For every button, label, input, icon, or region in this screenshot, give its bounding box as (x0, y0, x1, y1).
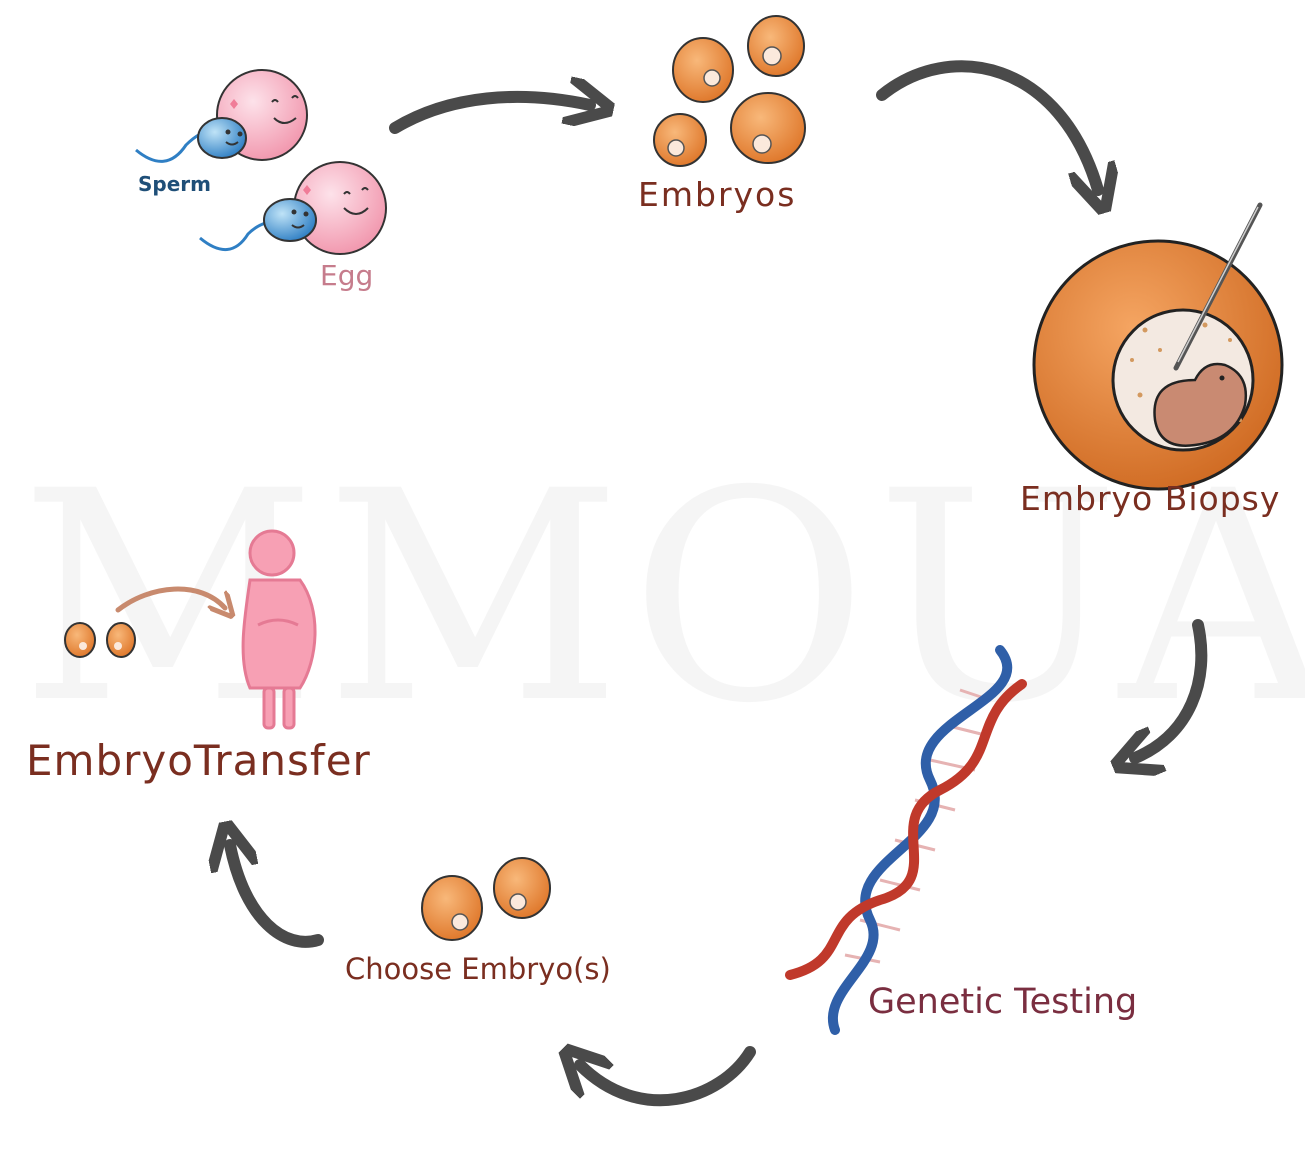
arrow-to-genetic-testing (1135, 619, 1208, 758)
sperm-cell-top (135, 117, 247, 163)
egg-cell-bottom (293, 161, 387, 255)
chosen-embryos-group (421, 857, 551, 941)
sperm-label: Sperm (138, 172, 211, 196)
genetic-testing-label: Genetic Testing (868, 982, 1138, 1022)
small-embryo (64, 622, 96, 658)
embryos-group (653, 15, 806, 167)
egg-label: Egg (320, 259, 374, 292)
small-embryo (106, 622, 136, 658)
pregnant-figure (241, 529, 317, 730)
embryo-cell (493, 857, 551, 919)
arrow-to-embryos (389, 97, 590, 134)
arrow-to-biopsy (876, 60, 1098, 190)
sperm-cell-bottom (199, 198, 317, 252)
embryo-transfer-illustration (64, 529, 317, 730)
embryo-cell (421, 875, 483, 941)
arrow-to-transfer (230, 845, 324, 948)
embryo-transfer-label: EmbryoTransfer (26, 736, 371, 785)
embryo-cell (672, 37, 734, 103)
embryo-cell (730, 92, 806, 164)
cycle-arrows (230, 60, 1208, 1107)
arrow-to-choose (580, 1052, 756, 1107)
transfer-arrow (115, 586, 225, 610)
fertilization-group (135, 69, 387, 255)
choose-embryos-label: Choose Embryo(s) (345, 952, 611, 986)
embryo-cell (653, 113, 707, 167)
embryo-biopsy-illustration (1032, 202, 1284, 491)
embryos-label: Embryos (638, 175, 797, 214)
embryo-cell (747, 15, 805, 77)
embryo-biopsy-label: Embryo Biopsy (1020, 479, 1281, 518)
dna-helix-illustration (785, 645, 1027, 1035)
